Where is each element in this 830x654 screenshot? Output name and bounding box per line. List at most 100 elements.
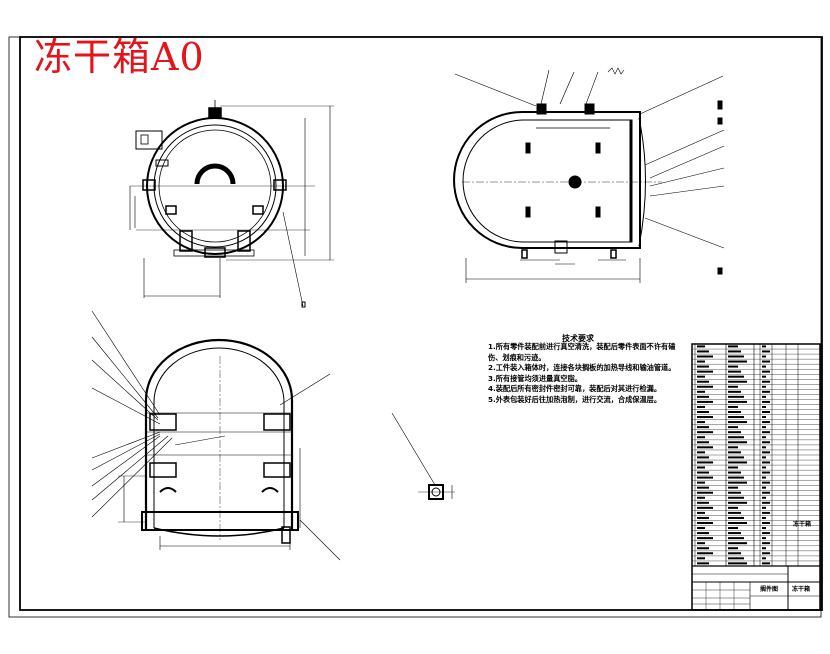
illegible-mark [728,521,747,524]
illegible-mark [762,345,766,348]
title-block-part-label: 搁件图 [760,586,779,593]
illegible-mark [697,486,709,489]
illegible-mark [697,355,713,358]
illegible-mark [728,355,744,358]
illegible-mark [728,476,744,479]
illegible-mark [697,360,705,363]
illegible-mark [762,527,766,530]
illegible-mark [728,405,738,408]
illegible-mark [728,400,747,403]
illegible-mark [762,496,766,499]
illegible-mark [762,532,770,535]
illegible-mark [728,431,741,434]
illegible-mark [728,471,741,474]
illegible-mark [762,410,770,413]
illegible-mark [697,395,709,398]
illegible-mark [728,501,747,504]
illegible-mark [728,385,738,388]
illegible-mark [728,441,747,444]
illegible-mark [697,385,713,388]
illegible-mark [762,441,770,444]
outer-frame [8,36,822,618]
tech-requirements-title: 技术要求 [562,334,594,343]
illegible-mark [762,380,770,383]
illegible-mark [728,481,747,484]
illegible-mark [697,532,709,535]
illegible-mark [762,466,766,469]
illegible-mark [762,481,770,484]
illegible-mark [762,456,766,459]
illegible-mark [728,456,744,459]
illegible-mark [697,527,705,530]
illegible-mark [697,542,705,545]
illegible-mark [762,562,770,565]
illegible-mark [728,375,744,378]
illegible-mark [697,345,705,348]
illegible-mark [728,491,741,494]
illegible-mark [697,471,709,474]
illegible-mark [762,390,770,393]
illegible-mark [762,471,770,474]
illegible-mark [697,496,705,499]
illegible-mark [728,416,744,419]
illegible-mark [728,547,738,550]
illegible-mark [728,370,741,373]
illegible-mark [728,486,738,489]
illegible-mark [762,416,766,419]
illegible-mark [762,355,766,358]
illegible-mark [697,375,705,378]
title-block-name: 冻干箱 [792,586,811,593]
title-block-name-upper: 冻干箱 [793,521,812,528]
illegible-mark [762,516,766,519]
illegible-mark [762,547,766,550]
illegible-mark [697,537,713,540]
illegible-mark [728,461,747,464]
inner-frame [19,36,823,611]
tech-requirement-4: 4.装配后所有密封件密封可靠，装配后对其进行检漏。 [488,384,662,394]
illegible-mark [697,350,709,353]
illegible-mark [762,476,766,479]
illegible-mark [697,441,709,444]
illegible-mark [697,446,713,449]
illegible-mark [697,506,713,509]
illegible-mark [762,421,770,424]
tech-requirement-2: 2.工件装入箱体时，连接各块搁板的加热导线和输油管道。 [488,363,676,373]
illegible-mark [697,516,709,519]
tech-requirement-1: 1.所有零件装配前进行真空清洗，装配后零件表面不许有磕伤、划痕和污迹。 [488,342,676,362]
illegible-mark [697,547,709,550]
illegible-mark [728,542,747,545]
illegible-mark [728,496,744,499]
tech-requirement-3: 3.所有接管均须进量真空脂。 [488,373,582,383]
illegible-mark [697,400,713,403]
illegible-mark [762,426,766,429]
illegible-mark [697,501,709,504]
illegible-mark [697,390,705,393]
illegible-mark [728,365,738,368]
illegible-mark [762,436,766,439]
illegible-mark [697,461,713,464]
illegible-mark [762,370,770,373]
illegible-mark [762,385,766,388]
illegible-mark [697,521,713,524]
illegible-mark [697,436,705,439]
illegible-mark [697,410,709,413]
illegible-mark [697,405,705,408]
illegible-mark [762,501,770,504]
illegible-mark [762,521,770,524]
illegible-mark [728,537,744,540]
illegible-mark [762,557,766,560]
illegible-mark [762,461,770,464]
illegible-mark [697,511,705,514]
illegible-mark [697,481,705,484]
illegible-mark [697,476,713,479]
illegible-mark [697,380,709,383]
illegible-mark [762,405,766,408]
illegible-mark [762,542,770,545]
illegible-mark [728,511,741,514]
section-view [91,310,341,561]
illegible-mark [762,486,766,489]
tech-requirement-5: 5.外表包装好后往加热泡制，进行交流，合成保温层。 [488,394,662,404]
illegible-mark [762,511,770,514]
tech-requirements-list: 1.所有零件装配前进行真空清洗，装配后零件表面不许有磕伤、划痕和污迹。 2.工件… [488,342,688,406]
